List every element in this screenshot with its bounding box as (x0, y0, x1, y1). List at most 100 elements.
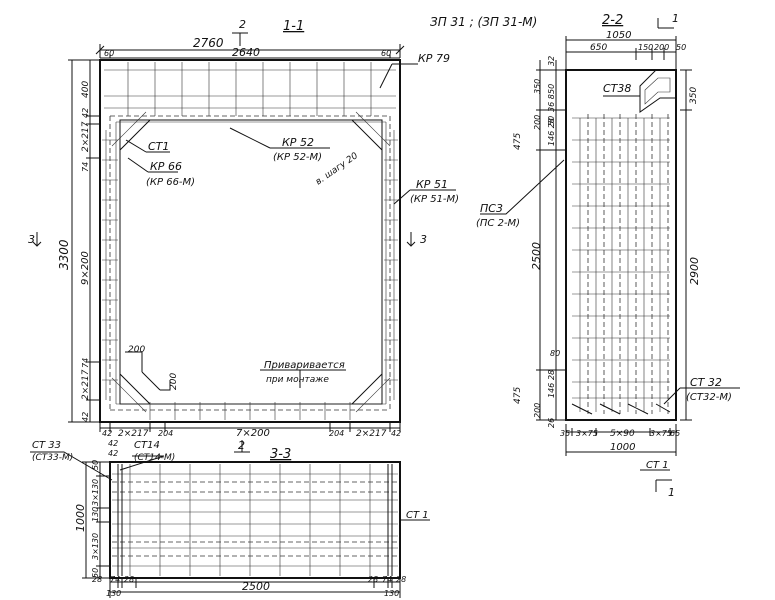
section-3-3: 3-3 1000 50 3×130 130 3×130 50 28 74 28 … (30, 439, 430, 598)
s22-dim-left-50: 50 (547, 84, 556, 94)
label-ct1: СТ1 (148, 140, 169, 153)
s22-dim-650: 650 (590, 43, 607, 53)
section-3-3-title: 3-3 (270, 447, 291, 462)
label-ct14: СТ14 (134, 440, 160, 451)
s33-dim-left-50a: 50 (91, 460, 100, 470)
label-kp51m: (КР 51-М) (410, 194, 459, 205)
s33-dim-left-130: 130 (91, 507, 100, 522)
label-pc3: ПС3 (480, 202, 503, 215)
s22-dim-left-350: 350 (533, 79, 542, 94)
section-2-2-mark-top: 1 (672, 12, 679, 25)
s22-dim-150: 150 (638, 43, 653, 52)
s33-dim-130b: 130 (384, 589, 399, 598)
dim-top-inner: 2640 (232, 46, 260, 59)
label-d42a: 42 (108, 439, 118, 448)
s22-dim-bottom-3: 3×75 (650, 429, 672, 438)
s33-dim-74b: 74 (382, 575, 392, 584)
dim-bottom-2: 204 (158, 429, 173, 438)
s33-dim-left-50b: 50 (91, 568, 100, 578)
label-ct32m: (СТ32-М) (686, 392, 732, 403)
s22-dim-left-2500: 2500 (530, 242, 543, 270)
label-ct33: СТ 33 (32, 440, 61, 451)
s22-dim-bottom-total: 1000 (610, 442, 635, 453)
label-pc2m: (ПС 2-М) (476, 218, 520, 229)
dim-bottom-1: 2×217 (118, 429, 149, 439)
s22-dim-left-36: 36 8 (547, 94, 556, 112)
s22-dim-left-32: 32 (547, 56, 556, 66)
dim-left-74b: 74 (81, 358, 90, 368)
detail-200b: 200 (169, 373, 179, 390)
s22-dim-left-475b: 475 (513, 387, 523, 404)
s22-dim-left-475: 475 (513, 133, 523, 150)
dim-left-2x217b: 2×217 (81, 369, 91, 400)
s33-dim-left-3x130b: 3×130 (91, 533, 100, 560)
section-1-1-title: 1-1 (283, 19, 304, 34)
label-kp79: КР 79 (418, 52, 450, 65)
s33-dim-total: 2500 (242, 580, 270, 593)
s22-dim-top-total: 1050 (606, 30, 631, 41)
dim-left-74a: 74 (81, 162, 90, 172)
s22-dim-left-146: 146 28 (547, 118, 556, 146)
sheet-code: ЗП 31 ; (ЗП 31-М) (430, 15, 537, 29)
dim-bottom-0: 42 (102, 429, 112, 438)
section-2-2-mark-bottom: 1 (668, 486, 675, 499)
s22-dim-left-28: 28 (547, 370, 556, 380)
dim-left-400: 400 (81, 81, 91, 98)
label-ct32: СТ 32 (690, 376, 722, 389)
section-1-1-mark-right: 3 (420, 233, 427, 246)
s22-dim-right-2900: 2900 (688, 257, 701, 285)
label-ct38: СТ38 (603, 82, 631, 95)
slab-mesh (112, 464, 398, 576)
dim-top-left: 60 (104, 49, 114, 58)
s33-dim-28c: 28 (368, 575, 378, 584)
label-weld2: при монтаже (266, 375, 329, 385)
section-2-2: 2-2 1 1 1050 650 150 200 50 350 2900 32 … (476, 12, 740, 499)
s33-dim-130a: 130 (106, 589, 121, 598)
s22-dim-bottom-4: 65 (670, 429, 680, 438)
s22-dim-left-80: 80 (550, 349, 560, 358)
dim-bottom-5: 2×217 (356, 429, 387, 439)
label-kp66m: (КР 66-М) (146, 177, 195, 188)
section-2-2-title: 2-2 (602, 13, 623, 28)
dim-left-total: 3300 (57, 239, 71, 270)
detail-200a: 200 (128, 345, 145, 355)
dim-bottom-4: 204 (329, 429, 344, 438)
s33-dim-left-total: 1000 (74, 504, 87, 532)
dim-left-42b: 42 (81, 412, 90, 422)
label-ct14m: (СТ14-М) (134, 453, 175, 463)
dim-left-9x200: 9×200 (80, 251, 91, 285)
wall-mesh (572, 114, 670, 414)
label-weld1: Приваривается (264, 360, 345, 371)
label-d42b: 42 (108, 449, 118, 458)
s22-dim-right-350: 350 (689, 87, 699, 104)
label-kp66: КР 66 (150, 160, 182, 173)
s22-dim-left-200: 200 (533, 115, 542, 130)
s22-dim-left-146b: 146 (547, 383, 556, 398)
dim-bottom-6: 42 (391, 429, 401, 438)
dim-top-total: 2760 (193, 36, 224, 50)
section-1-1: 1-1 2 2 3 3 2760 264 (28, 18, 459, 453)
dim-bottom-3: 7×200 (236, 428, 270, 439)
s22-dim-bottom-1: 3×75 (576, 429, 598, 438)
section-1-1-mark-top: 2 (239, 18, 246, 31)
s33-dim-28b: 28 (124, 575, 134, 584)
lid-mesh (104, 62, 396, 116)
s22-dim-bottom-0: 35 (560, 429, 570, 438)
s33-dim-74a: 74 (110, 575, 120, 584)
s22-dim-200: 200 (654, 43, 669, 52)
label-ct33m: (СТ33-М) (32, 453, 73, 463)
label-kp52: КР 52 (282, 136, 314, 149)
s33-dim-28d: 28 (396, 575, 406, 584)
dim-top-right: 60 (381, 49, 391, 58)
label-kp51: КР 51 (416, 178, 448, 191)
label-kp52m: (КР 52-М) (273, 152, 322, 163)
s33-dim-left-3x130a: 3×130 (91, 479, 100, 506)
label-s33-ct1: СТ 1 (406, 510, 429, 521)
section-1-1-mark-left: 3 (28, 233, 35, 246)
dim-left-2x217a: 2×217 (81, 121, 91, 152)
s22-dim-left-200b: 200 (533, 403, 542, 418)
s22-dim-bottom-2: 5×90 (610, 429, 635, 439)
s22-dim-50: 50 (676, 43, 686, 52)
s22-dim-left-26: 26 (547, 418, 556, 428)
